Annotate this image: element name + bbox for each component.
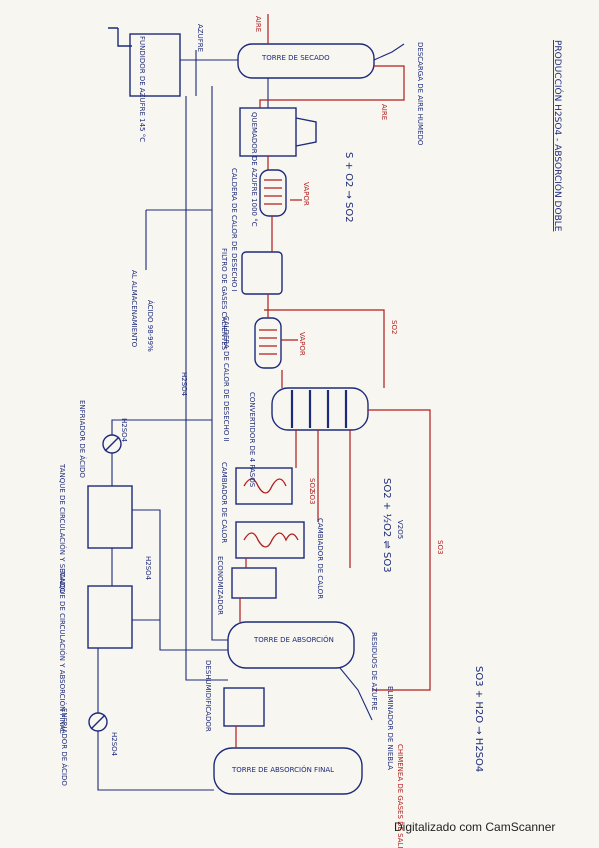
label-aire-2: AIRE [380, 104, 388, 120]
label-so2: SO2 [390, 320, 398, 334]
label-quemador: QUEMADOR DE AZUFRE 1000 °C [250, 112, 258, 227]
label-so3-b: SO3 [308, 490, 316, 504]
equation-3: SO3 + H2O → H2SO4 [473, 666, 484, 772]
label-azufre: AZUFRE [196, 24, 204, 52]
filtro-vessel [241, 251, 283, 295]
label-tanque-1: TANQUE DE CIRCULACIÓN Y SECADO [58, 463, 67, 594]
caldera-1-vessel [259, 169, 287, 217]
diagram-title: PRODUCCIÓN H2SO4 - ABSORCIÓN DOBLE [552, 40, 564, 232]
label-acido: ÁCIDO 98-99% [146, 300, 155, 352]
label-descarga: DESCARGA DE AIRE HUMEDO [416, 42, 424, 146]
cambiador-2-coil [243, 532, 299, 548]
economizador-vessel [231, 567, 277, 599]
torre-absorcion-final-vessel [213, 747, 363, 795]
label-fundidor: FUNDIDOR DE AZUFRE 145 °C [138, 36, 146, 142]
label-tanque-2: TANQUE DE CIRCULACIÓN Y ABSORCIÓN FINAL [58, 569, 67, 734]
caldera-1-tubes [264, 179, 282, 205]
caldera-2-tubes [259, 329, 277, 355]
label-h2so4-1: H2SO4 [180, 372, 188, 397]
label-h2so4-2: H2SO4 [120, 418, 128, 443]
label-caldera-2: CALDERA DE CALOR DE DESECHO II [222, 316, 230, 442]
cambiador-2-vessel [235, 521, 305, 559]
caldera-2-vessel [254, 317, 282, 369]
fundidor-inlet [108, 27, 132, 47]
label-enfriador-1: ENFRIADOR DE ÁCIDO [78, 400, 87, 478]
label-cambiador-2: CAMBIADOR DE CALOR [316, 518, 324, 599]
label-h2so4-3: H2SO4 [144, 556, 152, 581]
torre-absorcion-vessel [227, 621, 355, 669]
label-so3-a: SO3 [436, 540, 444, 554]
label-chimenea: CHIMENEA DE GASES DE SALIDA [396, 744, 404, 848]
fundidor-vessel [129, 33, 181, 97]
label-torre-absorcion-final: TORRE DE ABSORCIÓN FINAL [231, 765, 334, 774]
tanque-2-vessel [87, 585, 133, 649]
label-deshumidificador: DESHUMIDIFICADOR [204, 660, 212, 732]
quemador-nozzle [295, 117, 317, 147]
label-economizador: ECONOMIZADOR [216, 556, 224, 615]
label-residuos: RESIDUOS DE AZUFRE [370, 632, 378, 711]
cambiador-1-coil [243, 478, 287, 494]
label-torre-absorcion: TORRE DE ABSORCIÓN [253, 635, 334, 644]
label-h2so4-4: H2SO4 [110, 732, 118, 757]
equation-2: SO2 + ½O2 ⇌ SO3 [381, 478, 393, 573]
label-convertidor: CONVERTIDOR DE 4 PASOS [248, 392, 256, 488]
label-torre-secado: TORRE DE SECADO [261, 54, 330, 62]
label-vapor-1: VAPOR [302, 182, 310, 206]
label-cambiador-1: CAMBIADOR DE CALOR [220, 462, 228, 543]
label-almacen: AL ALMACENAMIENTO [130, 270, 138, 348]
convertidor-vessel [271, 387, 369, 431]
equation-1: S + O2 → SO2 [343, 152, 354, 223]
label-enfriador-2: ENFRIADOR DE ÁCIDO [60, 708, 69, 786]
label-caldera-1: CALDERA DE CALOR DE DESECHO I [230, 168, 238, 292]
tanque-1-vessel [87, 485, 133, 549]
deshumidificador-vessel [223, 687, 265, 727]
label-eliminador: ELIMINADOR DE NIEBLA [386, 686, 394, 770]
label-aire-1: AIRE [254, 16, 262, 32]
cambiador-1-vessel [235, 467, 293, 505]
scanner-watermark: Digitalizado com CamScanner [394, 820, 556, 834]
label-so2-b: SO2 [308, 478, 316, 492]
label-vapor-2: VAPOR [298, 332, 306, 356]
quemador-vessel [239, 107, 297, 157]
label-filtro: FILTRO DE GASES CALIENTES [220, 248, 228, 351]
torre-secado-vessel [237, 43, 375, 79]
equation-2-catalyst: V2O5 [396, 520, 404, 539]
